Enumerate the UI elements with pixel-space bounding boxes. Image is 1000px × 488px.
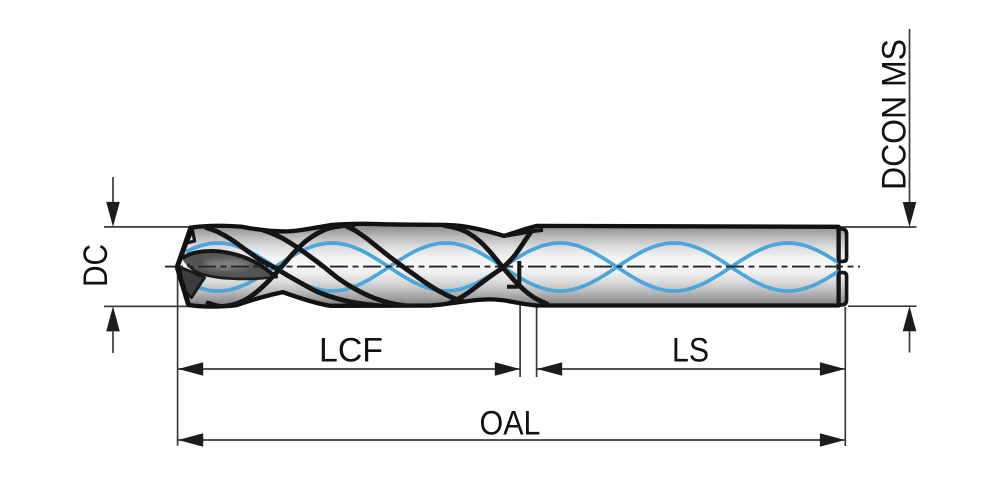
- svg-text:LCF: LCF: [319, 332, 383, 370]
- svg-text:DCON MS: DCON MS: [876, 39, 914, 190]
- svg-text:LS: LS: [672, 331, 709, 369]
- svg-text:OAL: OAL: [480, 404, 541, 442]
- svg-text:DC: DC: [77, 244, 115, 287]
